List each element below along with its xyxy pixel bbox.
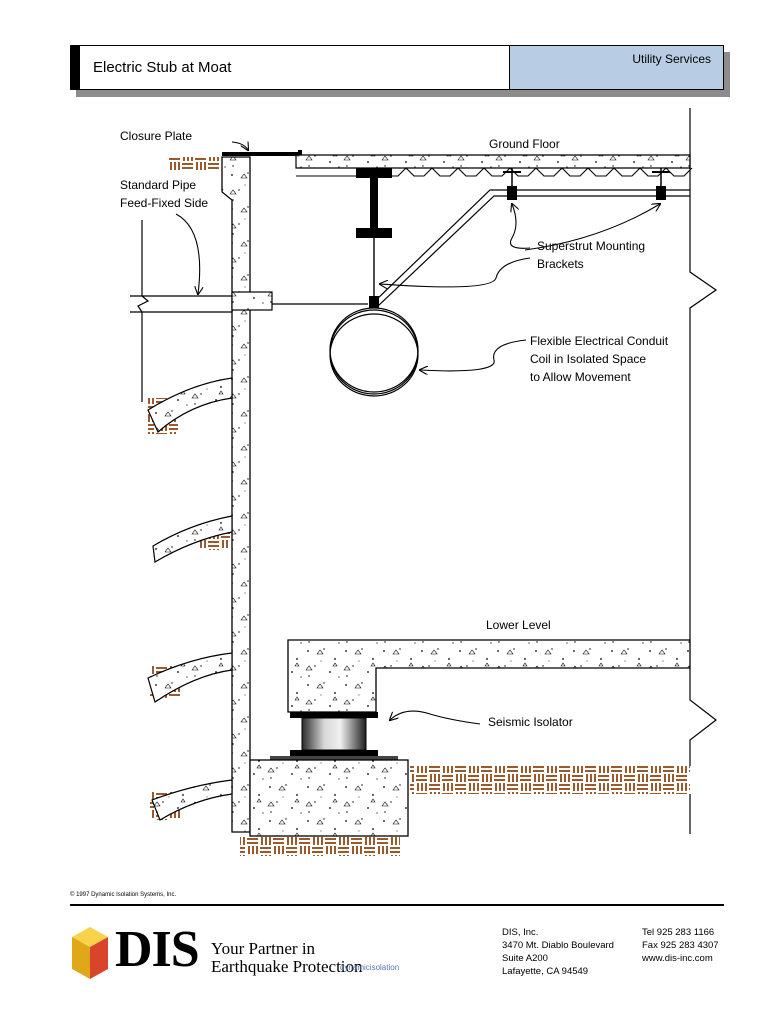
fax-number: Fax 925 283 4307 bbox=[642, 940, 719, 951]
web-overlay-text: dynamicisolation bbox=[340, 963, 400, 972]
company-contact: Tel 925 283 1166 Fax 925 283 4307 www.di… bbox=[642, 926, 719, 965]
lower-level-slab bbox=[287, 639, 691, 713]
electric-stub-diagram: Closure Plate Ground Floor Standard Pipe… bbox=[120, 108, 718, 856]
label-seismic-isolator: Seismic Isolator bbox=[488, 715, 573, 729]
company-address: DIS, Inc. 3470 Mt. Diablo Boulevard Suit… bbox=[502, 926, 614, 978]
label-brackets: Brackets bbox=[537, 257, 584, 271]
closure-plate bbox=[222, 150, 302, 158]
section-tag: Utility Services bbox=[509, 46, 723, 89]
brand-tagline: Your Partner in Earthquake Protection bbox=[211, 940, 363, 976]
ground-floor-slab bbox=[295, 154, 693, 177]
label-lower-level: Lower Level bbox=[486, 618, 551, 632]
section-label: Utility Services bbox=[632, 52, 711, 66]
leader-lines bbox=[175, 142, 660, 725]
address-line: Lafayette, CA 94549 bbox=[502, 966, 589, 977]
standard-pipe bbox=[130, 220, 368, 402]
tagline-line-1: Your Partner in bbox=[211, 939, 316, 958]
address-line: DIS, Inc. bbox=[502, 927, 539, 938]
website-link[interactable]: www.dis-inc.com bbox=[642, 953, 713, 964]
label-standard-pipe: Standard Pipe bbox=[120, 178, 196, 192]
address-line: 3470 Mt. Diablo Boulevard bbox=[502, 940, 614, 951]
copyright-notice: © 1997 Dynamic Isolation Systems, Inc. bbox=[70, 892, 177, 898]
earth-right bbox=[240, 766, 690, 856]
tagline-line-2: Earthquake Protection bbox=[211, 957, 363, 976]
dis-cube-logo-icon bbox=[72, 927, 108, 979]
address-line: Suite A200 bbox=[502, 953, 548, 964]
seismic-isolator bbox=[270, 712, 398, 760]
i-beam bbox=[356, 168, 392, 308]
label-conduit-3: to Allow Movement bbox=[530, 370, 631, 384]
label-conduit-2: Coil in Isolated Space bbox=[530, 352, 646, 366]
curved-slabs bbox=[147, 377, 233, 821]
page-header: Electric Stub at Moat Utility Services bbox=[70, 45, 724, 90]
label-conduit-1: Flexible Electrical Conduit bbox=[530, 334, 669, 348]
earth-left bbox=[148, 157, 230, 820]
label-ground-floor: Ground Floor bbox=[489, 137, 560, 151]
retaining-wall bbox=[221, 156, 251, 833]
brand-name: DIS bbox=[115, 921, 200, 978]
building-edge bbox=[689, 108, 718, 834]
header-accent-bar bbox=[71, 46, 80, 89]
page-title: Electric Stub at Moat bbox=[93, 59, 232, 76]
superstrut-rails bbox=[373, 168, 690, 307]
label-feed-fixed-side: Feed-Fixed Side bbox=[120, 196, 208, 210]
phone-number: Tel 925 283 1166 bbox=[642, 927, 715, 938]
footer-rule bbox=[70, 904, 724, 906]
foundation-footing bbox=[249, 759, 409, 837]
label-superstrut: Superstrut Mounting bbox=[537, 239, 645, 253]
label-closure-plate: Closure Plate bbox=[120, 129, 192, 143]
conduit-coil bbox=[329, 307, 419, 397]
